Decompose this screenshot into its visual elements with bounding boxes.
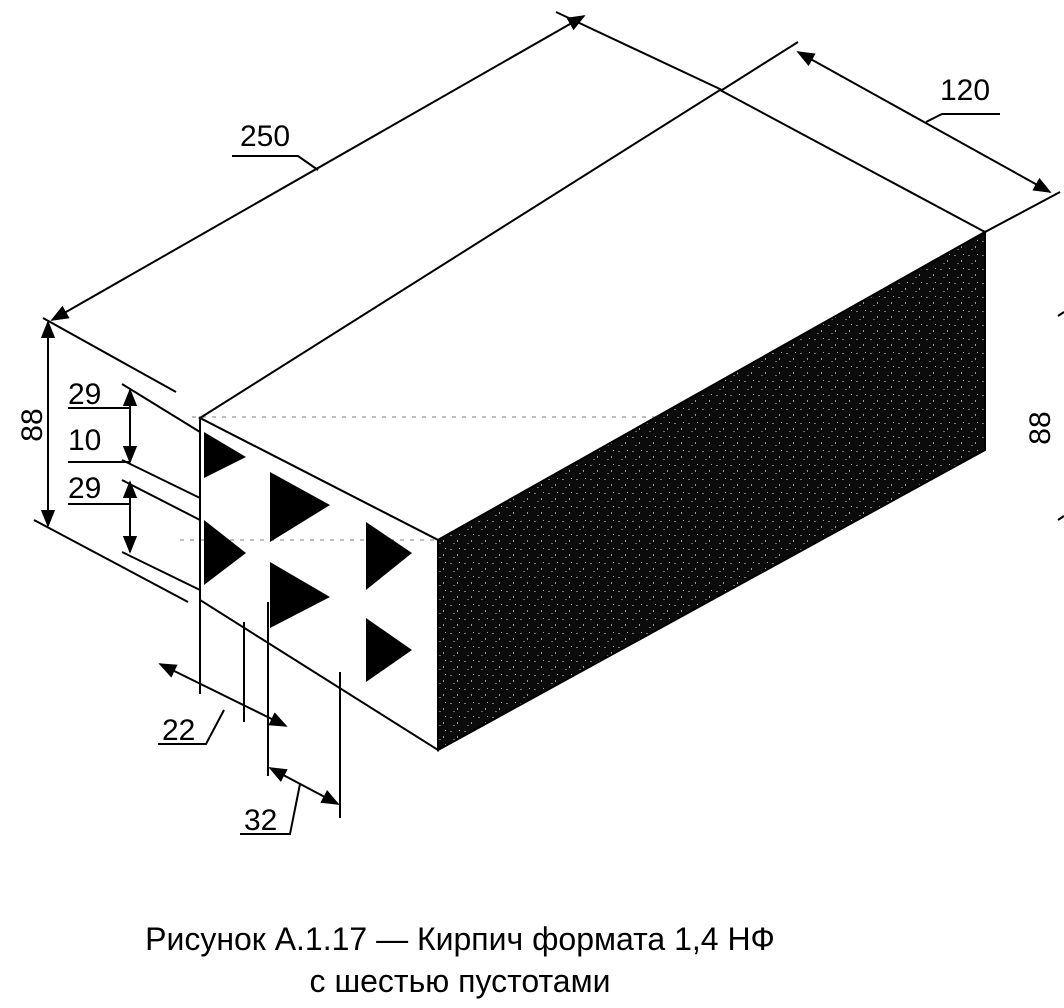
dimension-height-left [33, 320, 189, 603]
dimension-void-spacing-label: 32 [244, 804, 277, 837]
brick-body [180, 88, 988, 752]
dimension-width [721, 41, 1061, 233]
dimension-height-left-label: 88 [16, 408, 49, 441]
dimension-height-right-label: 88 [1024, 411, 1057, 444]
void [270, 472, 330, 542]
dimension-width-label: 120 [940, 74, 990, 107]
dimension-void-gap-label: 10 [68, 424, 101, 457]
void [204, 520, 246, 585]
dimension-void-width [158, 596, 288, 745]
figure-caption: Рисунок А.1.17 — Кирпич формата 1,4 НФ с… [0, 918, 920, 1002]
dimension-void-heights [68, 383, 201, 591]
dimension-length [42, 11, 723, 393]
void [366, 618, 412, 682]
brick-drawing: 250 120 88 88 29 10 29 22 [16, 11, 1064, 837]
void [204, 432, 246, 478]
dimension-void-width-label: 22 [162, 714, 195, 747]
dimension-void-height-top-label: 29 [68, 378, 101, 411]
dimension-void-height-bottom-label: 29 [68, 472, 101, 505]
figure-caption-line-1: Рисунок А.1.17 — Кирпич формата 1,4 НФ [145, 921, 775, 957]
voids [204, 432, 412, 682]
dimension-length-label: 250 [240, 120, 290, 153]
void [366, 522, 412, 590]
dimension-void-spacing [240, 602, 341, 835]
void [270, 562, 330, 628]
figure-caption-line-2: с шестью пустотами [309, 963, 611, 999]
dimension-height-right [1057, 311, 1064, 521]
